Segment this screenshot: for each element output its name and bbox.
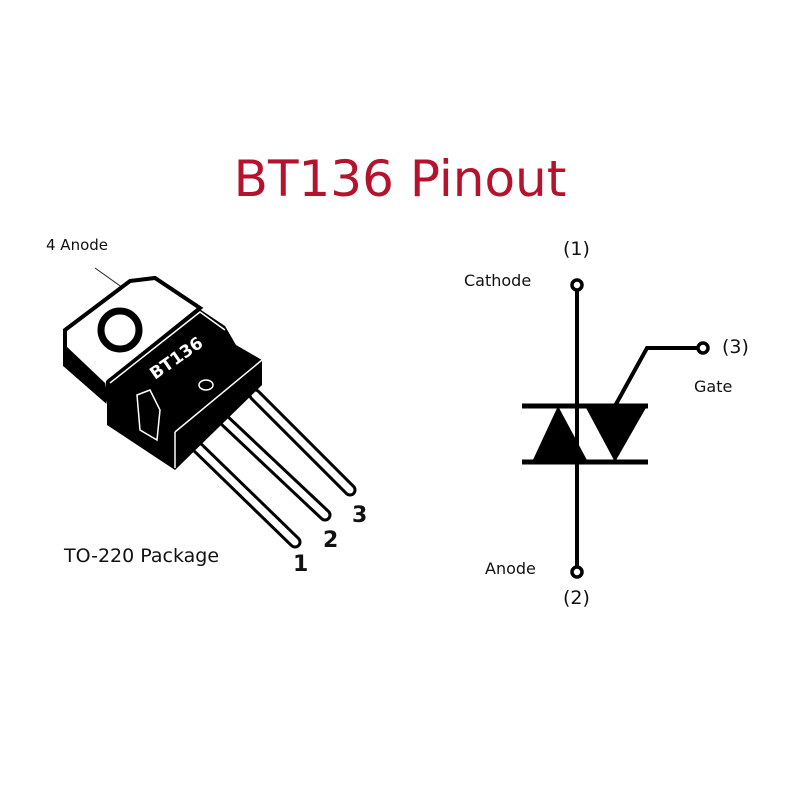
package-label: TO-220 Package	[64, 545, 220, 567]
pins	[183, 388, 357, 549]
pin2-number: (2)	[563, 587, 590, 609]
pin1-number: (1)	[563, 238, 590, 260]
pin-number-1: 1	[293, 552, 309, 577]
anode-terminal	[570, 565, 584, 579]
page-title: BT136 Pinout	[233, 150, 567, 208]
pin2-name: Anode	[485, 559, 536, 578]
pin-number-3: 3	[352, 503, 368, 528]
pin3-name: Gate	[694, 377, 733, 396]
tab-label: 4 Anode	[46, 236, 109, 254]
triangle-down	[585, 406, 647, 462]
pin3-number: (3)	[722, 336, 749, 358]
gate-terminal	[696, 341, 710, 355]
pin1-name: Cathode	[464, 271, 532, 290]
triac-symbol	[522, 278, 710, 579]
package-body	[107, 308, 262, 470]
mounting-hole	[97, 307, 143, 353]
pin-number-2: 2	[323, 528, 339, 553]
cathode-terminal	[570, 278, 584, 292]
gate-lead	[613, 346, 697, 407]
triangle-up	[532, 406, 588, 462]
to220-package-drawing: BT136	[63, 267, 357, 549]
